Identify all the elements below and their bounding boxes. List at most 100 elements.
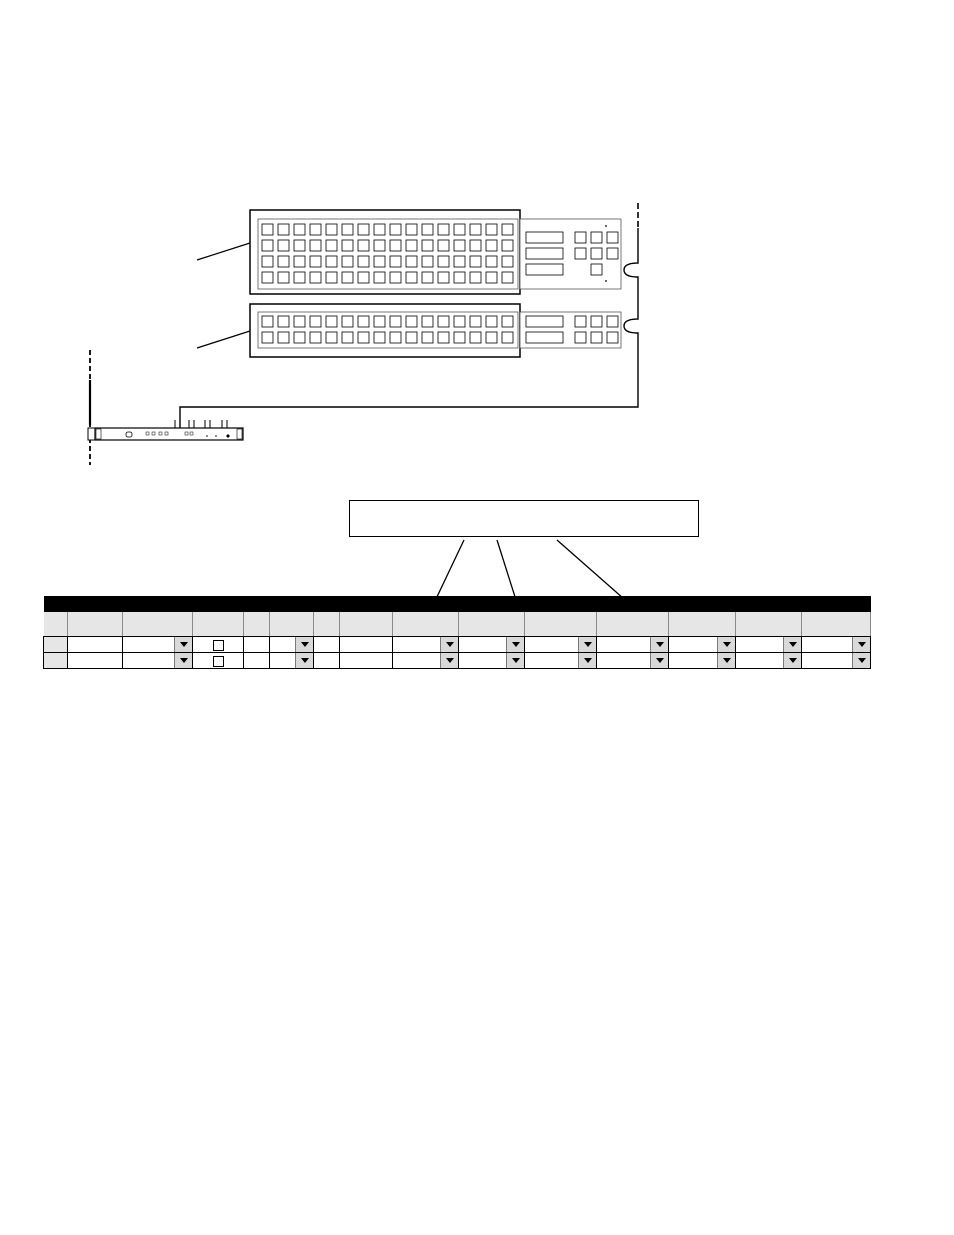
upper-panel-button[interactable] [341,271,354,284]
dropdown-field[interactable] [735,652,802,669]
upper-panel-button[interactable] [389,271,402,284]
upper-panel-button[interactable] [277,223,290,236]
dropdown-field[interactable] [596,636,669,653]
dropdown-field[interactable] [801,636,871,653]
dropdown-field[interactable] [458,652,525,669]
upper-panel-button[interactable] [453,255,466,268]
dropdown-arrow-icon[interactable] [783,637,801,652]
dropdown-arrow-icon[interactable] [578,653,596,668]
dropdown-arrow-icon[interactable] [578,637,596,652]
text-field[interactable] [339,652,393,669]
dropdown-field[interactable] [122,636,193,653]
lower-panel-button[interactable] [421,331,434,344]
upper-panel-button[interactable] [405,223,418,236]
dropdown-field[interactable] [269,652,314,669]
upper-panel-button[interactable] [389,223,402,236]
upper-panel-button[interactable] [325,271,338,284]
upper-panel-button[interactable] [501,255,514,268]
dropdown-arrow-icon[interactable] [852,637,870,652]
dropdown-field[interactable] [392,636,459,653]
upper-panel-button[interactable] [357,255,370,268]
lower-panel-button[interactable] [453,315,466,328]
lower-panel-button[interactable] [501,331,514,344]
upper-panel-button[interactable] [437,223,450,236]
dropdown-field[interactable] [801,652,871,669]
lower-panel-button[interactable] [325,315,338,328]
upper-panel-button[interactable] [293,271,306,284]
lower-panel-button[interactable] [341,331,354,344]
lower-panel-button[interactable] [405,315,418,328]
upper-panel-button[interactable] [293,223,306,236]
upper-panel-button[interactable] [277,271,290,284]
upper-panel-button[interactable] [293,239,306,252]
upper-panel-button[interactable] [469,255,482,268]
upper-panel-button[interactable] [309,255,322,268]
upper-panel-button[interactable] [309,271,322,284]
dropdown-field[interactable] [668,636,736,653]
upper-panel-button[interactable] [325,223,338,236]
upper-panel-button[interactable] [309,223,322,236]
upper-panel-button[interactable] [485,255,498,268]
upper-panel-button[interactable] [341,239,354,252]
lower-panel-button[interactable] [405,331,418,344]
upper-panel-button[interactable] [373,239,386,252]
lower-panel-button[interactable] [293,315,306,328]
lower-panel-button[interactable] [277,331,290,344]
upper-panel-button[interactable] [437,239,450,252]
upper-panel-button[interactable] [421,239,434,252]
dropdown-arrow-icon[interactable] [506,637,524,652]
checkbox[interactable] [212,656,224,667]
upper-panel-button[interactable] [373,223,386,236]
upper-panel-button[interactable] [309,239,322,252]
upper-panel-button[interactable] [325,255,338,268]
upper-panel-button[interactable] [389,239,402,252]
lower-panel-button[interactable] [437,315,450,328]
upper-panel-button[interactable] [421,271,434,284]
upper-panel-button[interactable] [485,239,498,252]
upper-panel-button[interactable] [485,223,498,236]
upper-panel-button[interactable] [357,271,370,284]
lower-panel-button[interactable] [309,315,322,328]
upper-panel-button[interactable] [453,271,466,284]
dropdown-arrow-icon[interactable] [295,637,313,652]
lower-panel-button[interactable] [357,331,370,344]
upper-panel-button[interactable] [469,239,482,252]
dropdown-arrow-icon[interactable] [650,653,668,668]
dropdown-arrow-icon[interactable] [783,653,801,668]
lower-panel-button[interactable] [309,331,322,344]
lower-panel-button[interactable] [261,331,274,344]
upper-panel-button[interactable] [341,223,354,236]
dropdown-arrow-icon[interactable] [852,653,870,668]
lower-panel-button[interactable] [469,331,482,344]
lower-panel-button[interactable] [277,315,290,328]
lower-panel-button[interactable] [357,315,370,328]
dropdown-arrow-icon[interactable] [174,653,192,668]
lower-panel-button[interactable] [293,331,306,344]
upper-panel-button[interactable] [421,255,434,268]
dropdown-field[interactable] [458,636,525,653]
upper-panel-button[interactable] [405,255,418,268]
dropdown-field[interactable] [392,652,459,669]
text-field[interactable] [339,636,393,653]
upper-panel-button[interactable] [293,255,306,268]
lower-panel-button[interactable] [325,331,338,344]
upper-panel-button[interactable] [261,239,274,252]
dropdown-arrow-icon[interactable] [440,653,458,668]
dropdown-field[interactable] [269,636,314,653]
dropdown-arrow-icon[interactable] [650,637,668,652]
dropdown-field[interactable] [596,652,669,669]
upper-panel-button[interactable] [261,255,274,268]
upper-panel-button[interactable] [453,239,466,252]
upper-panel-button[interactable] [437,255,450,268]
upper-panel-button[interactable] [501,271,514,284]
upper-panel-button[interactable] [341,255,354,268]
lower-panel-button[interactable] [453,331,466,344]
text-field[interactable] [313,636,340,653]
upper-panel-button[interactable] [469,271,482,284]
upper-panel-button[interactable] [405,271,418,284]
upper-panel-button[interactable] [357,239,370,252]
lower-panel-button[interactable] [373,331,386,344]
dropdown-arrow-icon[interactable] [440,637,458,652]
upper-panel-button[interactable] [373,271,386,284]
dropdown-arrow-icon[interactable] [717,653,735,668]
